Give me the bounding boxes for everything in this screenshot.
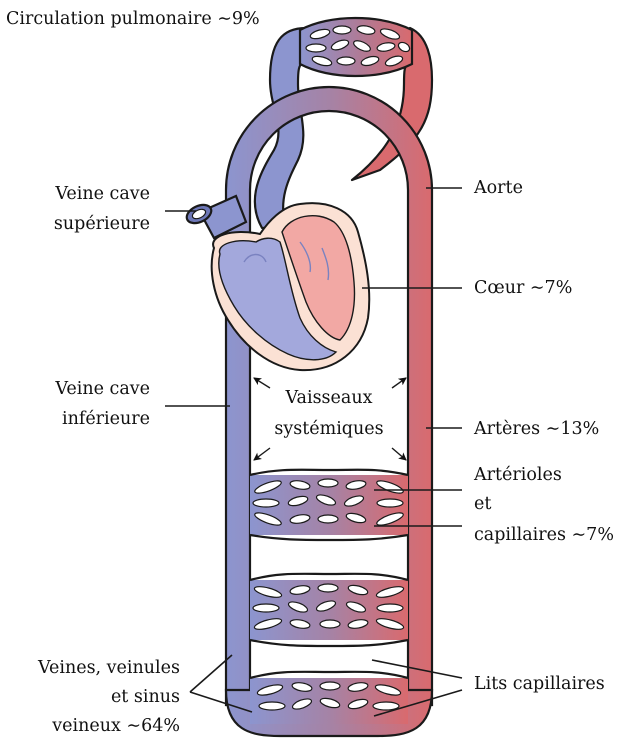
label-veins-line3: veineux ∼64% bbox=[51, 716, 180, 736]
capillary-bed-3 bbox=[250, 672, 408, 724]
label-systemic-vessels-line1: Vaisseaux bbox=[285, 388, 373, 408]
label-superior-vena-cava-line1: Veine cave bbox=[54, 184, 150, 204]
label-inferior-vena-cava-line2: inférieure bbox=[62, 409, 150, 429]
label-capillary-beds: Lits capillaires bbox=[474, 674, 605, 694]
label-arterioles-line2: et bbox=[474, 494, 491, 514]
label-inferior-vena-cava-line1: Veine cave bbox=[54, 379, 150, 399]
capillary-bed-2 bbox=[250, 574, 408, 646]
label-superior-vena-cava-line2: supérieure bbox=[54, 214, 150, 234]
label-arteries: Artères ∼13% bbox=[473, 419, 599, 439]
label-arterioles-line3: capillaires ∼7% bbox=[474, 525, 614, 545]
label-pulmonary-circulation: Circulation pulmonaire ∼9% bbox=[6, 9, 260, 29]
label-veins-line1: Veines, veinules bbox=[37, 658, 180, 678]
label-veins-line2: et sinus bbox=[111, 687, 180, 707]
capillary-bed-1 bbox=[250, 470, 408, 540]
label-aorta: Aorte bbox=[473, 178, 523, 198]
label-arterioles-line1: Artérioles bbox=[473, 465, 562, 485]
label-heart: Cœur ∼7% bbox=[474, 278, 572, 298]
label-systemic-vessels-line2: systémiques bbox=[274, 419, 383, 439]
